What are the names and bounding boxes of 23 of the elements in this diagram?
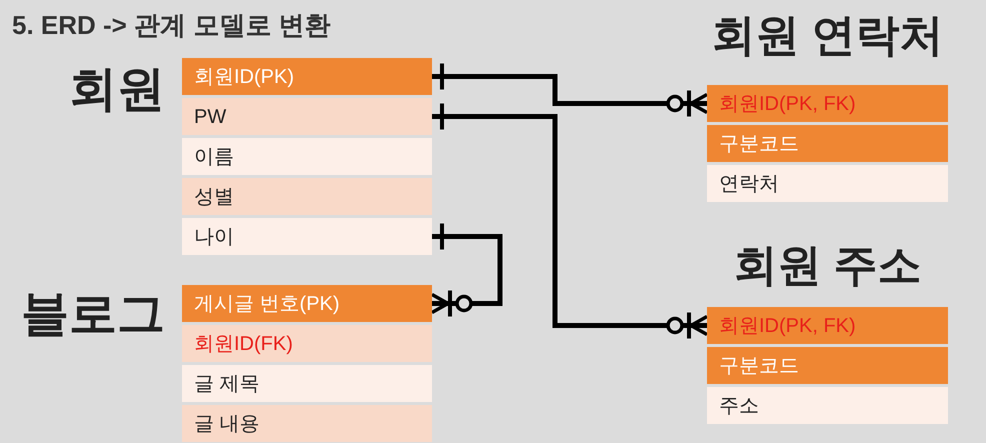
attribute-row: 구분코드 <box>707 125 948 162</box>
entity-name: 회원 연락처 <box>710 10 945 62</box>
entity-name: 블로그 <box>20 287 165 343</box>
attribute-row: 성별 <box>182 178 432 215</box>
attribute-row: 나이 <box>182 218 432 255</box>
attribute-row: 게시글 번호(PK) <box>182 285 432 322</box>
attribute-row: 글 내용 <box>182 405 432 442</box>
attribute-row: 주소 <box>707 387 948 424</box>
entity-name: 회원 <box>68 62 165 118</box>
attribute-row: 회원ID(PK, FK) <box>707 85 948 122</box>
attribute-row: 이름 <box>182 138 432 175</box>
attribute-row: 회원ID(PK, FK) <box>707 307 948 344</box>
relationship-line <box>432 102 709 340</box>
attribute-row: 회원ID(FK) <box>182 325 432 362</box>
diagram-title: 5. ERD -> 관계 모델로 변환 <box>12 9 331 42</box>
attribute-row: PW <box>182 98 432 135</box>
relationship-line <box>432 62 709 118</box>
relationship-line <box>430 222 502 318</box>
attribute-row: 구분코드 <box>707 347 948 384</box>
attribute-row: 연락처 <box>707 165 948 202</box>
attribute-row: 회원ID(PK) <box>182 58 432 95</box>
entity-name: 회원 주소 <box>732 240 923 292</box>
attribute-row: 글 제목 <box>182 365 432 402</box>
